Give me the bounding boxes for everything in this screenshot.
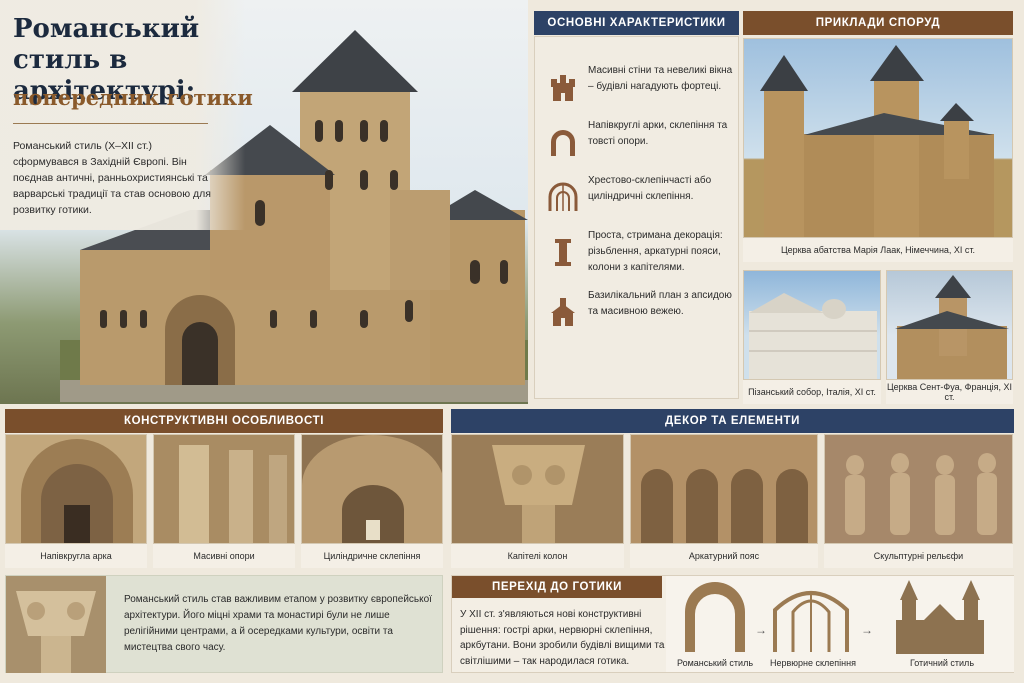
title-divider bbox=[13, 123, 208, 124]
example-caption: Церква абатства Марія Лаак, Німеччина, X… bbox=[743, 238, 1013, 262]
intro-paragraph: Романський стиль (X–XII ст.) сформувався… bbox=[13, 140, 211, 216]
barrel-vault-image bbox=[302, 435, 442, 543]
transition-header: ПЕРЕХІД ДО ГОТИКИ bbox=[452, 576, 662, 598]
page-title: Романський стиль в архітектурі: bbox=[13, 14, 200, 106]
summary-text: Романський стиль став важливим етапом у … bbox=[124, 594, 432, 653]
characteristics-panel: Масивні стіни та невеликі вікна – будівл… bbox=[534, 36, 739, 399]
characteristics-header: ОСНОВНІ ХАРАКТЕРИСТИКИ bbox=[534, 11, 739, 35]
massive-pillars-image bbox=[154, 435, 294, 543]
hero-text-overlay bbox=[0, 0, 245, 230]
pisa-cathedral-image bbox=[749, 293, 877, 379]
characteristic-item: Хрестово-склепінчасті або циліндричні ск… bbox=[535, 167, 740, 227]
example-photo-pisa bbox=[743, 270, 881, 380]
example-photo-sainte-foy bbox=[886, 270, 1013, 380]
arrow-icon: → bbox=[755, 623, 767, 637]
transition-step-caption: Нервюрне склепіння bbox=[769, 658, 856, 668]
structure-photo-vault bbox=[301, 434, 443, 544]
characteristic-item: Базилікальний план з апсидою та масивною… bbox=[535, 282, 740, 342]
column-icon bbox=[555, 239, 571, 266]
transition-text: У XII ст. з'являються нові конструктивні… bbox=[460, 609, 665, 667]
characteristic-text: Базилікальний план з апсидою та масивною… bbox=[588, 290, 732, 317]
characteristic-text: Хрестово-склепінчасті або циліндричні ск… bbox=[588, 175, 712, 202]
gothic-cathedral-drawing bbox=[896, 580, 984, 654]
page-subtitle: попередник готики bbox=[13, 85, 253, 110]
decor-header: ДЕКОР ТА ЕЛЕМЕНТИ bbox=[451, 409, 1014, 433]
decor-caption: Скульптурні рельєфи bbox=[824, 544, 1013, 568]
hero-section: Романський стиль в архітектурі: попередн… bbox=[0, 0, 528, 404]
arrow-icon: → bbox=[861, 623, 873, 637]
structure-header: КОНСТРУКТИВНІ ОСОБЛИВОСТІ bbox=[5, 409, 443, 433]
structure-photo-arch bbox=[5, 434, 147, 544]
structure-caption: Циліндричне склепіння bbox=[301, 544, 443, 568]
transition-step-caption: Готичний стиль bbox=[909, 658, 975, 668]
arch-icon bbox=[551, 130, 575, 156]
characteristic-text: Масивні стіни та невеликі вікна – будівл… bbox=[588, 65, 733, 92]
decor-caption: Капітелі колон bbox=[451, 544, 624, 568]
example-photo-maria-laach bbox=[743, 38, 1013, 238]
arcade-belt-image bbox=[631, 435, 817, 543]
transition-step-caption: Романський стиль bbox=[676, 658, 754, 668]
examples-header: ПРИКЛАДИ СПОРУД bbox=[743, 11, 1013, 35]
decor-photo-reliefs bbox=[824, 434, 1013, 544]
example-caption: Церква Сент-Фуа, Франція, XI ст. bbox=[886, 380, 1013, 404]
gothic-transition-panel: ПЕРЕХІД ДО ГОТИКИ У XII ст. з'являються … bbox=[451, 575, 1014, 673]
maria-laach-church-image bbox=[760, 45, 994, 237]
example-caption: Пізанський собор, Італія, XI ст. bbox=[743, 380, 881, 404]
structure-caption: Напівкругла арка bbox=[5, 544, 147, 568]
structure-caption: Масивні опори bbox=[153, 544, 295, 568]
sainte-foy-church-image bbox=[895, 275, 1009, 379]
romanesque-arch-drawing bbox=[685, 582, 745, 652]
characteristic-item: Напівкруглі арки, склепіння та товсті оп… bbox=[535, 112, 740, 172]
sculptural-reliefs-image bbox=[825, 435, 1012, 543]
characteristic-text: Напівкруглі арки, склепіння та товсті оп… bbox=[588, 120, 728, 147]
characteristic-item: Проста, стримана декорація: різьблення, … bbox=[535, 222, 740, 282]
summary-panel: Романський стиль став важливим етапом у … bbox=[5, 575, 443, 673]
characteristic-item: Масивні стіни та невеликі вікна – будівл… bbox=[535, 57, 740, 117]
transition-diagram: → → Романський стиль Нервюрне склепіння … bbox=[666, 576, 1014, 672]
decor-photo-arcade bbox=[630, 434, 818, 544]
fortress-icon bbox=[551, 75, 575, 101]
characteristic-text: Проста, стримана декорація: різьблення, … bbox=[588, 230, 723, 273]
column-capitals-image bbox=[452, 435, 623, 543]
vault-icon bbox=[548, 182, 578, 211]
capital-sculpture-image bbox=[6, 576, 106, 673]
round-arch-image bbox=[6, 435, 146, 543]
decor-photo-capitals bbox=[451, 434, 624, 544]
basilica-icon bbox=[551, 298, 575, 326]
decor-caption: Аркатурний пояс bbox=[630, 544, 818, 568]
rib-vault-drawing bbox=[773, 591, 849, 652]
structure-photo-pillars bbox=[153, 434, 295, 544]
